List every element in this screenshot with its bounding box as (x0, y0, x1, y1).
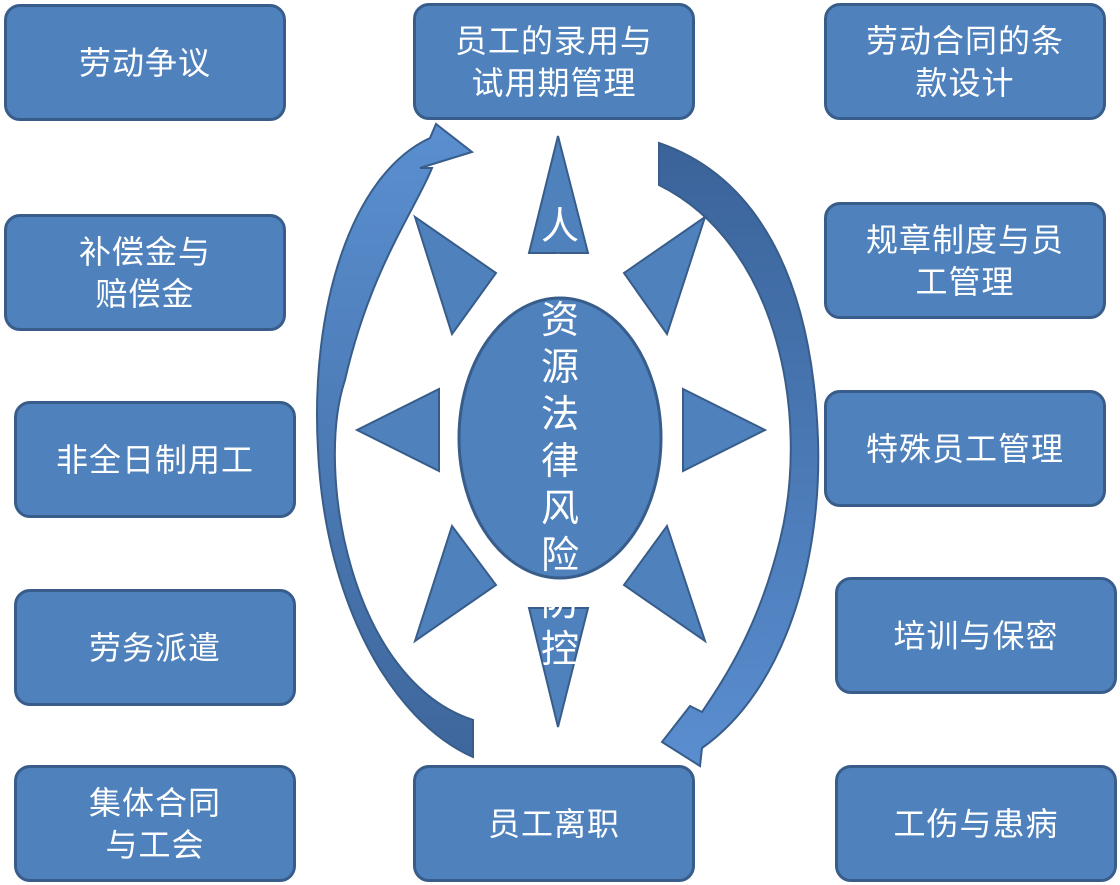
node-hiring-probation: 员工的录用与试用期管理 (413, 3, 695, 120)
node-label: 劳动合同的条款设计 (865, 21, 1064, 102)
node-dispatch: 劳务派遣 (14, 589, 296, 706)
node-labor-dispute: 劳动争议 (4, 4, 286, 121)
ray-bottom-right-icon (622, 523, 707, 644)
node-collective-contract: 集体合同与工会 (14, 765, 296, 882)
node-label: 劳动争议 (78, 43, 211, 82)
ray-left-icon (354, 387, 440, 473)
circular-arrow-right-icon (658, 141, 820, 768)
node-resignation: 员工离职 (413, 765, 695, 882)
node-label: 特殊员工管理 (865, 429, 1064, 468)
node-label: 非全日制用工 (55, 440, 254, 479)
node-label: 员工的录用与试用期管理 (454, 21, 653, 102)
ray-top-right-icon (622, 214, 707, 337)
node-contract-terms: 劳动合同的条款设计 (824, 3, 1106, 120)
ray-bottom-icon (527, 607, 590, 728)
node-compensation: 补偿金与赔偿金 (4, 214, 286, 331)
node-label: 规章制度与员工管理 (865, 220, 1064, 301)
node-part-time: 非全日制用工 (14, 401, 296, 518)
node-training-confidentiality: 培训与保密 (835, 577, 1117, 694)
ray-top-left-icon (413, 214, 498, 337)
node-special-employees: 特殊员工管理 (824, 390, 1106, 507)
node-label: 工伤与患病 (893, 804, 1059, 843)
center-ellipse (457, 296, 663, 580)
node-label: 集体合同与工会 (88, 783, 221, 864)
node-injury-illness: 工伤与患病 (835, 765, 1117, 882)
ray-bottom-left-icon (413, 523, 498, 644)
node-label: 员工离职 (487, 804, 620, 843)
node-label: 劳务派遣 (88, 628, 221, 667)
ray-right-icon (682, 387, 768, 473)
node-label: 培训与保密 (893, 616, 1059, 655)
ray-top-icon (527, 135, 590, 254)
node-label: 补偿金与赔偿金 (78, 232, 211, 313)
node-rules-management: 规章制度与员工管理 (824, 202, 1106, 319)
circular-arrow-left-icon (316, 122, 475, 759)
